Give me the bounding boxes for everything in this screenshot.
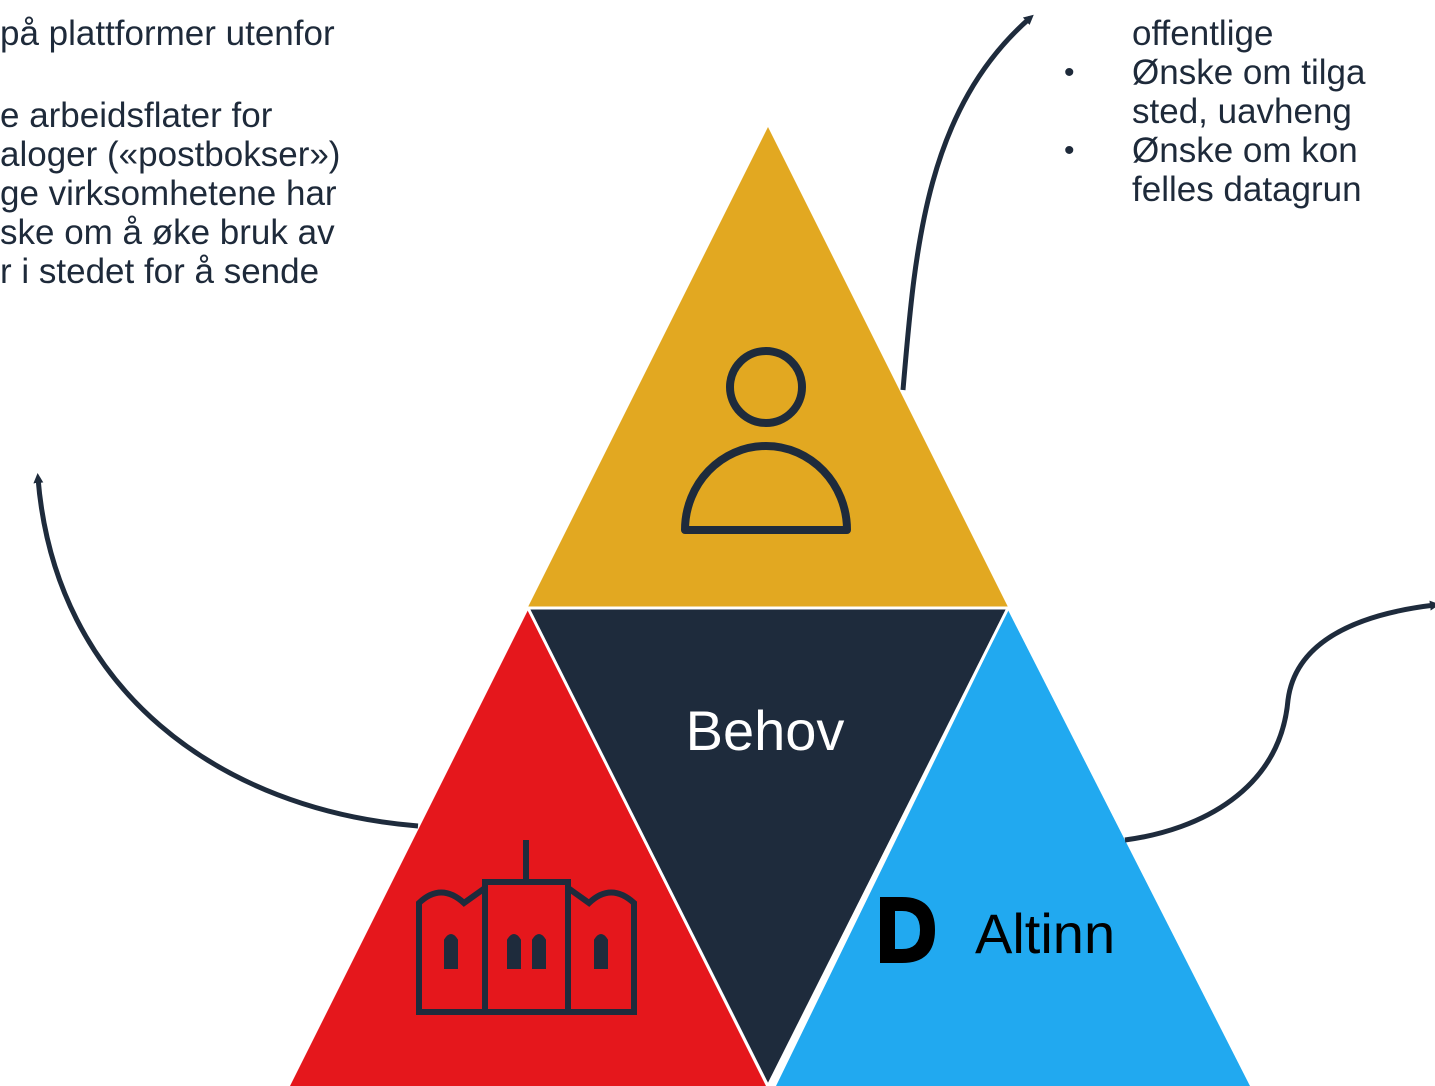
right-text-continuation: offentlige (1132, 14, 1274, 53)
left-text-block: på plattformer utenfor e arbeidsflater f… (0, 14, 340, 291)
left-text-line: e arbeidsflater for (0, 96, 273, 135)
separator-line (526, 607, 770, 1086)
bullet-text-continued: sted, uavheng (1132, 92, 1352, 131)
bullet-icon: • (1064, 134, 1075, 167)
building-icon (416, 840, 637, 1015)
altinn-label: Altinn (975, 902, 1115, 965)
center-triangle (528, 607, 1008, 1086)
top-triangle (528, 127, 1008, 607)
bullet-text: Ønske om kon (1132, 131, 1358, 170)
altinn-logo-icon (880, 897, 935, 963)
separator-line (766, 607, 1010, 1086)
right-text-block: offentlige • Ønske om tilga sted, uavhen… (1064, 14, 1365, 209)
left-text-line: r i stedet for å sende (0, 252, 320, 291)
left-text-line: aloger («postbokser») (0, 135, 341, 174)
arrow-top-right (900, 14, 1034, 391)
bullet-text-continued: felles datagrun (1132, 170, 1362, 209)
left-text-line: på plattformer utenfor (0, 14, 335, 53)
left-text-line: ge virksomhetene har (0, 174, 337, 213)
right-triangle (776, 610, 1250, 1086)
right-bullet-1: • Ønske om tilga (1064, 53, 1365, 92)
right-bullet-2: • Ønske om kon (1064, 131, 1365, 170)
bullet-text: Ønske om tilga (1132, 53, 1366, 92)
bullet-icon: • (1064, 56, 1075, 89)
arrow-left (33, 473, 419, 829)
center-label: Behov (686, 699, 845, 762)
left-text-line: ske om å øke bruk av (0, 213, 335, 252)
arrow-right (1124, 600, 1435, 843)
person-icon (681, 347, 851, 534)
